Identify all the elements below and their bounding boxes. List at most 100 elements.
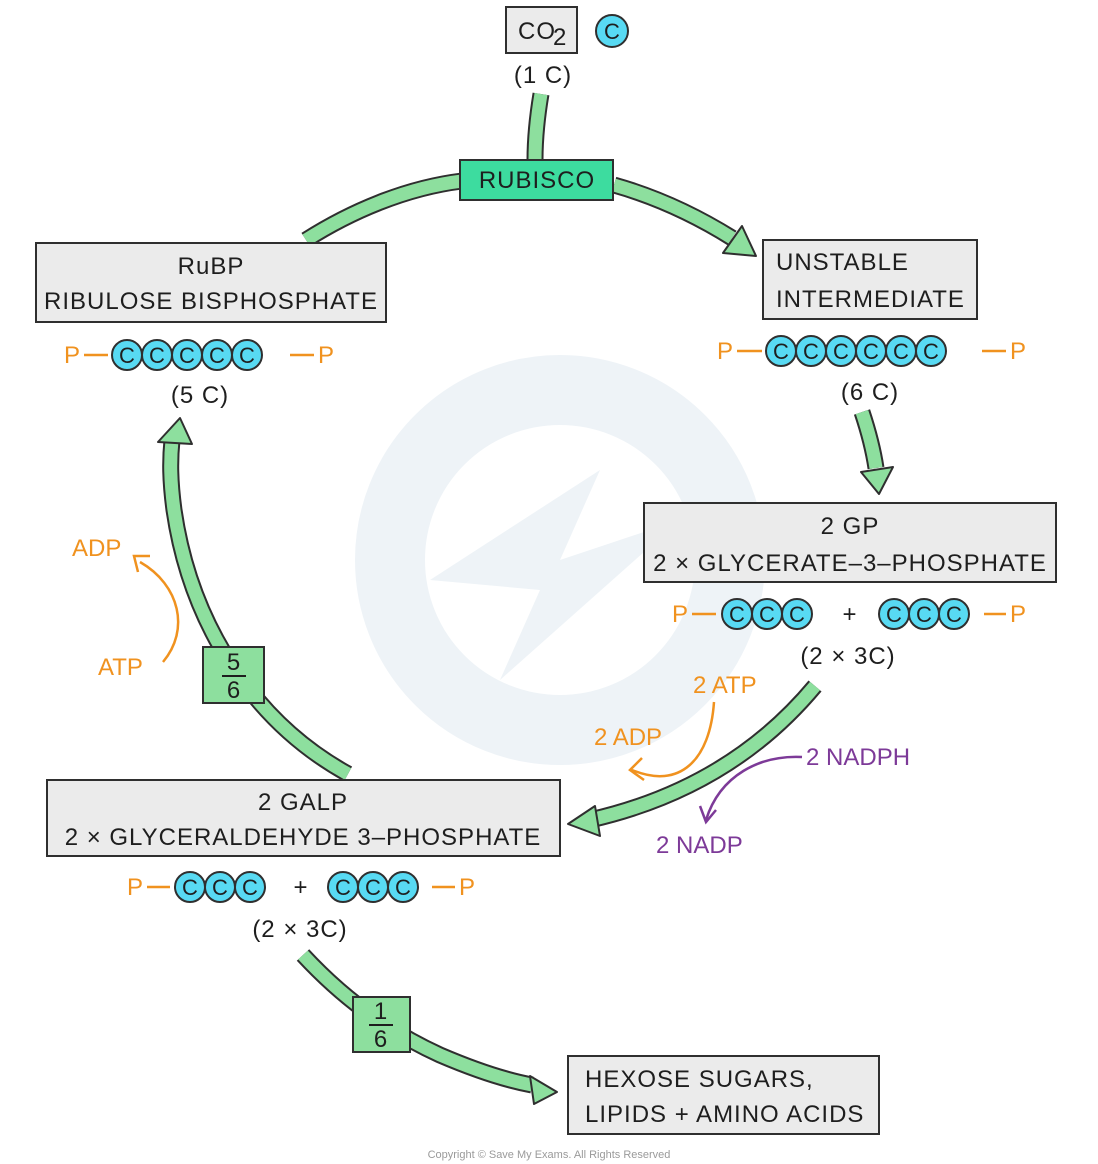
- svg-text:C: C: [863, 339, 879, 364]
- galp-box: 2 GALP 2 × GLYCERALDEHYDE 3–PHOSPHATE: [46, 779, 561, 857]
- galp-carbon: C: [174, 871, 206, 903]
- arrow-co2-to-rubisco: [526, 92, 550, 161]
- reduction-nadph-label: 2 NADPH: [806, 744, 910, 771]
- co2-carbon: C: [595, 14, 629, 48]
- fraction-regenerated-den: 6: [227, 677, 241, 704]
- reduction-nadph-nadp-arrow: [698, 755, 803, 825]
- rubp-carbon-count: (5 C): [171, 382, 229, 409]
- intermediate-carbon: C: [795, 335, 827, 367]
- svg-text:C: C: [946, 602, 962, 627]
- gp-carbon: C: [938, 598, 970, 630]
- arrow-gp-to-galp: [567, 680, 822, 837]
- reduction-nadp-label: 2 NADP: [656, 832, 743, 859]
- svg-text:C: C: [212, 875, 228, 900]
- svg-text:C: C: [604, 19, 620, 44]
- intermediate-carbon: C: [825, 335, 857, 367]
- galp-phosphate-left: P: [127, 874, 143, 901]
- gp-carbon: C: [751, 598, 783, 630]
- intermediate-carbon: C: [855, 335, 887, 367]
- intermediate-phosphate-right: P: [1010, 338, 1026, 365]
- regeneration-adp-label: ADP: [72, 535, 121, 562]
- svg-text:C: C: [803, 339, 819, 364]
- reduction-adp-label: 2 ADP: [594, 724, 662, 751]
- intermediate-line1: UNSTABLE: [776, 249, 909, 276]
- rubp-carbon: C: [171, 339, 203, 371]
- galp-carbon: C: [327, 871, 359, 903]
- rubp-box: RuBP RIBULOSE BISPHOSPHATE: [35, 242, 387, 323]
- co2-carbon-count: (1 C): [514, 62, 572, 89]
- rubisco-label: RUBISCO: [479, 167, 595, 194]
- intermediate-phosphate-left: P: [717, 338, 733, 365]
- intermediate-carbon: C: [885, 335, 917, 367]
- galp-plus: +: [293, 874, 308, 901]
- arrow-galp-to-products: [296, 949, 558, 1105]
- intermediate-line2: INTERMEDIATE: [776, 286, 965, 313]
- svg-text:C: C: [149, 343, 165, 368]
- svg-text:C: C: [239, 343, 255, 368]
- svg-text:C: C: [395, 875, 411, 900]
- fraction-output-box: 1 6: [352, 996, 411, 1053]
- co2-label: CO: [518, 18, 556, 45]
- rubp-phosphate-left: P: [64, 342, 80, 369]
- products-box: HEXOSE SUGARS, LIPIDS + AMINO ACIDS: [567, 1055, 880, 1135]
- svg-text:C: C: [335, 875, 351, 900]
- regeneration-atp-adp-arrow: [132, 554, 180, 663]
- svg-text:C: C: [179, 343, 195, 368]
- co2-subscript: 2: [553, 24, 567, 51]
- reduction-atp-adp-arrow: [628, 701, 716, 782]
- gp-name: 2 × GLYCERATE–3–PHOSPHATE: [653, 550, 1047, 577]
- svg-text:C: C: [916, 602, 932, 627]
- reduction-atp-label: 2 ATP: [693, 672, 757, 699]
- rubisco-box: RUBISCO: [459, 159, 614, 201]
- svg-text:C: C: [759, 602, 775, 627]
- rubp-carbon: C: [201, 339, 233, 371]
- svg-text:C: C: [182, 875, 198, 900]
- svg-text:C: C: [119, 343, 135, 368]
- arrow-intermediate-to-gp: [853, 409, 894, 495]
- products-line1: HEXOSE SUGARS,: [585, 1066, 814, 1093]
- svg-text:C: C: [729, 602, 745, 627]
- gp-carbon: C: [781, 598, 813, 630]
- intermediate-box: UNSTABLE INTERMEDIATE: [762, 239, 978, 320]
- arrow-galp-to-rubp: [157, 417, 353, 782]
- fraction-output-den: 6: [374, 1026, 388, 1053]
- svg-text:C: C: [242, 875, 258, 900]
- galp-carbon: C: [357, 871, 389, 903]
- gp-carbon: C: [721, 598, 753, 630]
- galp-phosphate-right: P: [459, 874, 475, 901]
- gp-carbon: C: [878, 598, 910, 630]
- svg-text:C: C: [893, 339, 909, 364]
- rubp-abbrev: RuBP: [178, 253, 245, 280]
- galp-carbon: C: [387, 871, 419, 903]
- rubp-carbon: C: [231, 339, 263, 371]
- fraction-regenerated-box: 5 6: [202, 646, 265, 704]
- regeneration-atp-label: ATP: [98, 654, 143, 681]
- gp-carbon: C: [908, 598, 940, 630]
- gp-plus: +: [842, 601, 857, 628]
- gp-box: 2 GP 2 × GLYCERATE–3–PHOSPHATE: [643, 502, 1057, 583]
- svg-text:C: C: [773, 339, 789, 364]
- products-line2: LIPIDS + AMINO ACIDS: [585, 1101, 864, 1128]
- galp-carbon: C: [204, 871, 236, 903]
- galp-carbon-count: (2 × 3C): [252, 916, 347, 943]
- galp-abbrev: 2 GALP: [258, 789, 348, 816]
- gp-abbrev: 2 GP: [821, 513, 880, 540]
- copyright-notice: Copyright © Save My Exams. All Rights Re…: [428, 1149, 671, 1161]
- gp-phosphate-left: P: [672, 601, 688, 628]
- svg-text:C: C: [365, 875, 381, 900]
- svg-text:C: C: [833, 339, 849, 364]
- galp-name: 2 × GLYCERALDEHYDE 3–PHOSPHATE: [65, 824, 542, 851]
- intermediate-carbon-count: (6 C): [841, 379, 899, 406]
- arrow-rubp-to-rubisco: [301, 172, 464, 248]
- gp-phosphate-right: P: [1010, 601, 1026, 628]
- galp-carbon: C: [234, 871, 266, 903]
- rubp-carbon: C: [111, 339, 143, 371]
- co2-box: CO 2: [505, 6, 578, 54]
- rubp-name: RIBULOSE BISPHOSPHATE: [44, 288, 378, 315]
- svg-text:C: C: [886, 602, 902, 627]
